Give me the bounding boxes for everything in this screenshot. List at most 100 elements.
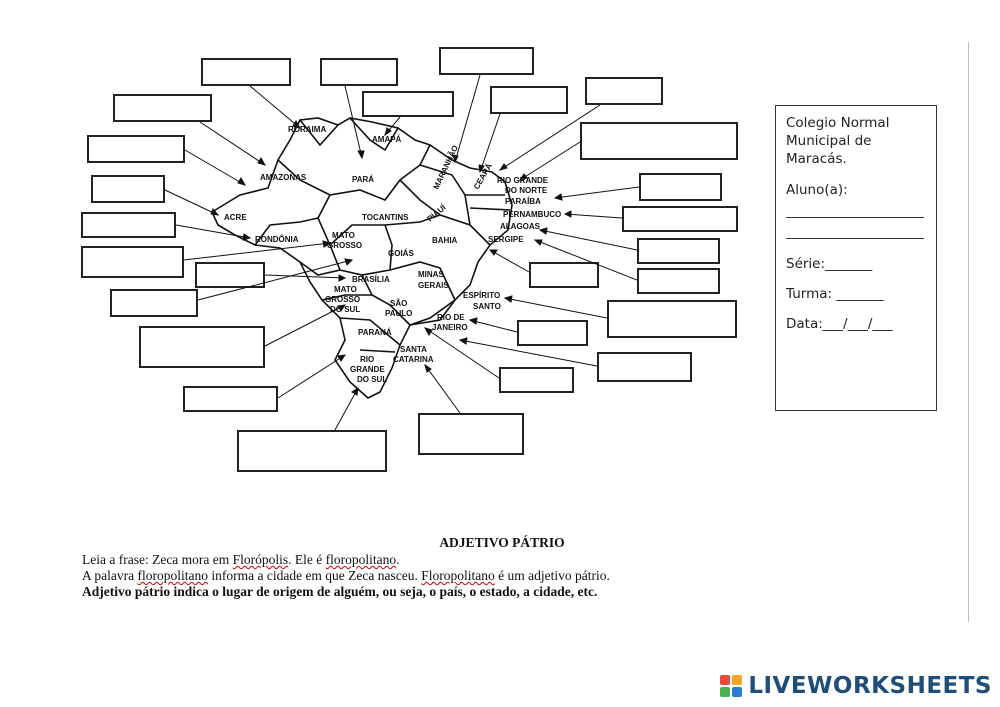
state-label: RONDÔNIA bbox=[255, 235, 299, 244]
state-label: DO NORTE bbox=[505, 186, 548, 195]
brand-name: LIVEWORKSHEETS bbox=[748, 673, 992, 699]
answer-box-1[interactable] bbox=[201, 58, 291, 86]
state-label: PAULO bbox=[385, 309, 412, 318]
answer-box-27[interactable] bbox=[237, 430, 387, 472]
answer-box-21[interactable] bbox=[139, 326, 265, 368]
answer-box-9[interactable] bbox=[580, 122, 738, 160]
answer-box-16[interactable] bbox=[637, 238, 720, 264]
state-label: BAHIA bbox=[432, 236, 458, 245]
state-label: RIO GRANDE bbox=[497, 176, 549, 185]
liveworksheets-logo-icon bbox=[720, 675, 743, 697]
text-run: Floropolitano bbox=[421, 568, 495, 583]
text-run: informa a cidade em que Zeca nasceu. bbox=[207, 568, 422, 583]
answer-box-7[interactable] bbox=[585, 77, 663, 105]
state-label: RIO DE bbox=[437, 313, 465, 322]
page-divider bbox=[968, 42, 969, 622]
state-label: GROSSO bbox=[325, 295, 360, 304]
answer-box-8[interactable] bbox=[87, 135, 185, 163]
answer-box-6[interactable] bbox=[490, 86, 568, 114]
answer-box-4[interactable] bbox=[113, 94, 212, 122]
state-label: PERNAMBUCO bbox=[503, 210, 561, 219]
state-label: GERAIS bbox=[418, 281, 449, 290]
answer-box-18[interactable] bbox=[637, 268, 720, 294]
answer-box-15[interactable] bbox=[195, 262, 265, 288]
class-field[interactable]: Turma: _______ bbox=[786, 286, 884, 303]
lesson-title: ADJETIVO PÁTRIO bbox=[439, 535, 565, 550]
text-run: floropolitano bbox=[137, 568, 208, 583]
state-label: DO SUL bbox=[357, 375, 387, 384]
state-label: PARAÍBA bbox=[505, 197, 541, 206]
state-label: DO SUL bbox=[330, 305, 360, 314]
answer-box-17[interactable] bbox=[529, 262, 599, 288]
answer-box-25[interactable] bbox=[183, 386, 278, 412]
lesson-paragraph-3: Adjetivo pátrio indica o lugar de origem… bbox=[82, 584, 598, 599]
state-label: SANTA bbox=[400, 345, 427, 354]
state-label: GRANDE bbox=[350, 365, 385, 374]
logo-square bbox=[720, 687, 731, 697]
state-label: GROSSO bbox=[327, 241, 362, 250]
liveworksheets-brand: LIVEWORKSHEETS bbox=[720, 673, 992, 699]
answer-box-26[interactable] bbox=[418, 413, 524, 455]
state-label: GOIÁS bbox=[388, 249, 414, 258]
text-run: é um adjetivo pátrio. bbox=[494, 568, 610, 583]
state-label: RIO bbox=[360, 355, 374, 364]
text-run: Florópolis bbox=[232, 552, 289, 567]
lesson-paragraph-1: Leia a frase: Zeca mora em Florópolis. E… bbox=[82, 552, 802, 568]
school-name-line2: Municipal de bbox=[786, 133, 872, 150]
logo-square bbox=[732, 687, 743, 697]
state-label: SERGIPE bbox=[488, 235, 524, 244]
state-label: CATARINA bbox=[393, 355, 434, 364]
school-name-line1: Colegio Normal bbox=[786, 115, 890, 131]
student-info-box: Colegio Normal Municipal de Maracás. Alu… bbox=[775, 105, 937, 411]
state-label: BRASÍLIA bbox=[352, 275, 390, 284]
answer-box-2[interactable] bbox=[320, 58, 398, 86]
state-label: MINAS bbox=[418, 270, 444, 279]
answer-box-12[interactable] bbox=[81, 212, 176, 238]
state-label: TOCANTINS bbox=[362, 213, 409, 222]
answer-box-20[interactable] bbox=[607, 300, 737, 338]
text-run: Leia a frase: Zeca mora em bbox=[82, 552, 233, 567]
answer-box-13[interactable] bbox=[622, 206, 738, 232]
state-label: MATO bbox=[334, 285, 357, 294]
state-label: MATO bbox=[332, 231, 355, 240]
state-label: AMAZONAS bbox=[260, 173, 307, 182]
answer-box-14[interactable] bbox=[81, 246, 184, 278]
logo-square bbox=[720, 675, 731, 685]
state-label: MARANHÃO bbox=[432, 144, 460, 191]
state-label: ALAGOAS bbox=[500, 222, 541, 231]
text-run: . bbox=[396, 552, 400, 567]
answer-box-24[interactable] bbox=[499, 367, 574, 393]
state-label: ESPÍRITO bbox=[463, 291, 500, 300]
state-label: RORAIMA bbox=[288, 125, 326, 134]
student-label: Aluno(a): bbox=[786, 181, 848, 198]
student-name-line-2[interactable] bbox=[786, 222, 924, 239]
map-outline bbox=[210, 117, 513, 399]
answer-box-23[interactable] bbox=[597, 352, 692, 382]
answer-box-22[interactable] bbox=[517, 320, 588, 346]
answer-box-11[interactable] bbox=[639, 173, 722, 201]
state-label: AMAPÁ bbox=[372, 135, 402, 144]
lesson-paragraph-2: A palavra floropolitano informa a cidade… bbox=[82, 568, 802, 584]
answer-box-3[interactable] bbox=[439, 47, 534, 75]
answer-box-19[interactable] bbox=[110, 289, 198, 317]
state-label: PIAUÍ bbox=[426, 202, 449, 223]
state-label: PARÁ bbox=[352, 175, 374, 184]
logo-square bbox=[732, 675, 743, 685]
state-label: SÃO bbox=[390, 299, 407, 308]
lesson-text: ADJETIVO PÁTRIO Leia a frase: Zeca mora … bbox=[82, 535, 802, 600]
student-name-line-1[interactable] bbox=[786, 201, 924, 218]
answer-box-5[interactable] bbox=[362, 91, 454, 117]
state-label: PARANÁ bbox=[358, 328, 392, 337]
state-label: JANEIRO bbox=[432, 323, 468, 332]
state-labels: RORAIMA AMAPÁ AMAZONAS PARÁ MARANHÃO CEA… bbox=[224, 125, 561, 384]
state-label: ACRE bbox=[224, 213, 247, 222]
state-label: SANTO bbox=[473, 302, 501, 311]
state-label: CEARÁ bbox=[472, 162, 494, 191]
school-name-line3: Maracás. bbox=[786, 151, 847, 168]
text-run: A palavra bbox=[82, 568, 138, 583]
text-run: . Ele é bbox=[288, 552, 326, 567]
date-field[interactable]: Data:___/___/___ bbox=[786, 316, 893, 333]
answer-box-10[interactable] bbox=[91, 175, 165, 203]
grade-field[interactable]: Série:_______ bbox=[786, 255, 873, 272]
